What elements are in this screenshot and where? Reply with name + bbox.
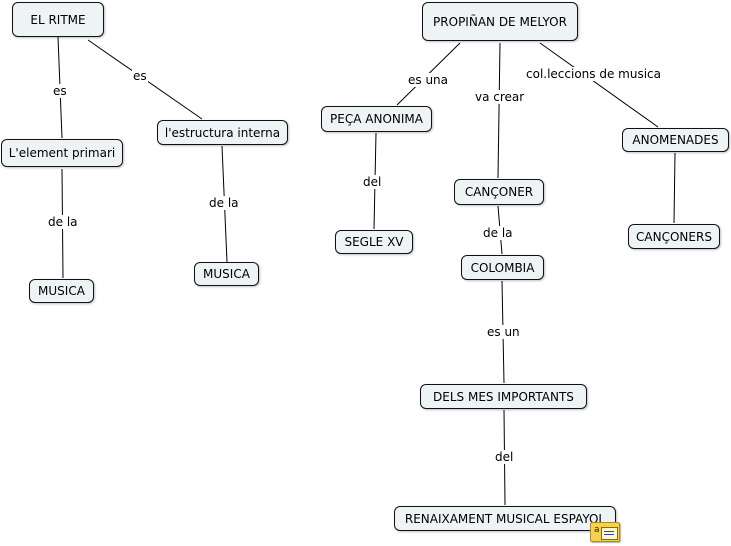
concept-peca-anonima[interactable]: PEÇA ANONIMA (321, 106, 432, 132)
link-label-va-crear: va crear (474, 90, 526, 104)
concept-renaixament-musical[interactable]: RENAIXAMENT MUSICAL ESPAYOL (394, 506, 616, 531)
link-label-de-la: de la (47, 215, 79, 229)
line-anomenades-canconers (673, 152, 676, 224)
concept-el-ritme[interactable]: EL RITME (12, 2, 104, 37)
concept-musica[interactable]: MUSICA (29, 279, 94, 303)
link-label-del: del (362, 175, 383, 189)
link-label-colleccions: col.leccions de musica (525, 67, 662, 81)
concept-anomenades[interactable]: ANOMENADES (622, 128, 729, 152)
concept-canconers[interactable]: CANÇONERS (628, 224, 720, 249)
resource-attachment-icon[interactable]: a (590, 522, 620, 542)
link-label-es: es (52, 84, 68, 98)
link-label-del: del (494, 450, 515, 464)
concept-element-primari[interactable]: L'element primari (1, 139, 123, 167)
line-propinan-canconer (497, 42, 501, 179)
link-label-es: es (132, 69, 148, 83)
concept-colombia[interactable]: COLOMBIA (461, 255, 544, 280)
link-label-de-la: de la (482, 226, 514, 240)
link-label-de-la: de la (208, 196, 240, 210)
concept-estructura-interna[interactable]: l'estructura interna (157, 120, 288, 145)
concept-dels-mes-importants[interactable]: DELS MES IMPORTANTS (420, 384, 587, 409)
concept-segle-xv[interactable]: SEGLE XV (335, 230, 413, 254)
concept-canconer[interactable]: CANÇONER (454, 179, 544, 205)
concept-propinan-de-melyor[interactable]: PROPIÑAN DE MELYOR (422, 2, 578, 41)
line-propinan-anomenades (539, 42, 659, 128)
concept-musica[interactable]: MUSICA (194, 262, 259, 286)
link-label-es-un: es un (486, 325, 521, 339)
link-label-es-una: es una (407, 73, 450, 87)
